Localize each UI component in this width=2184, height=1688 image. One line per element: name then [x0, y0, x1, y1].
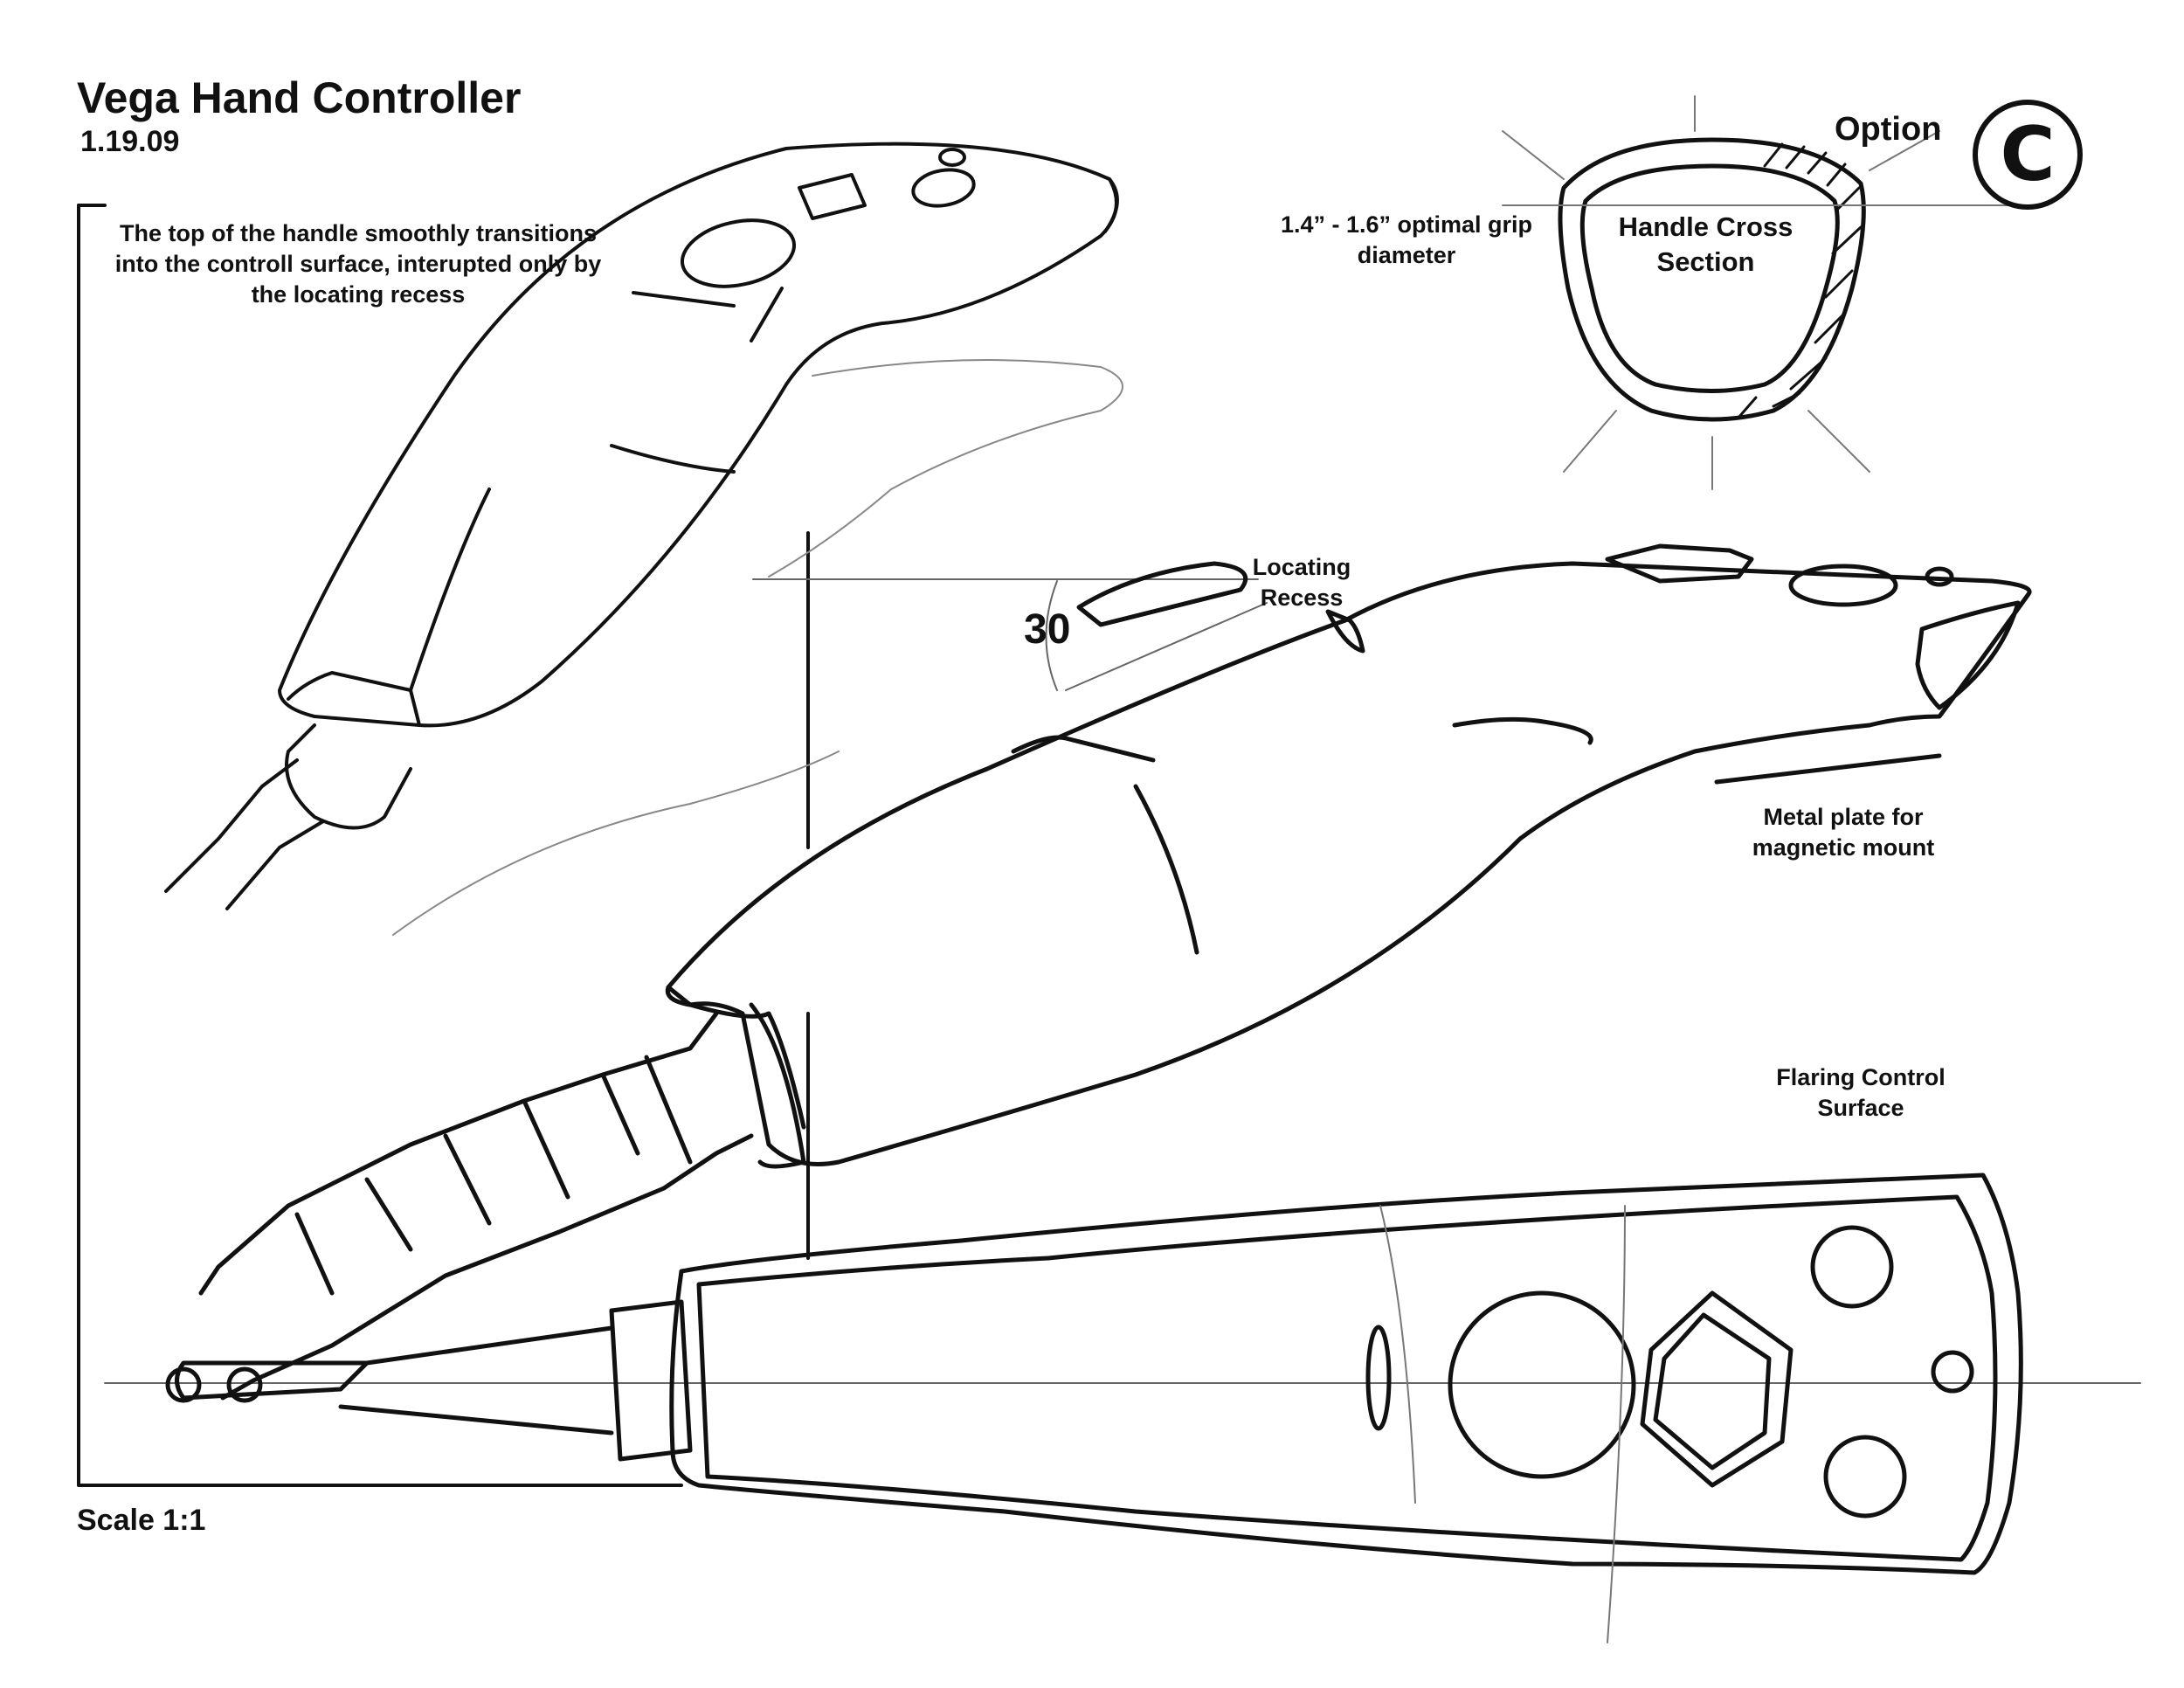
option-label: Option	[1835, 111, 1942, 148]
locating-recess-label: Locating Recess	[1252, 554, 1351, 612]
page-date: 1.19.09	[80, 125, 180, 158]
scale-label: Scale 1:1	[77, 1504, 206, 1537]
guide-lines	[104, 578, 2141, 1384]
grip-diameter-note: 1.4” - 1.6” optimal grip diameter	[1280, 211, 1533, 269]
handle-cross-section	[1558, 137, 1866, 422]
cross-section-label: Handle Cross Section	[1618, 211, 1794, 278]
cross-section-rays	[1502, 95, 2019, 490]
bottom-controller-sketch	[165, 1173, 2023, 1575]
page-title: Vega Hand Controller	[77, 73, 522, 122]
top-controller-sketch	[164, 142, 1119, 910]
frame-lines	[77, 204, 810, 1487]
shadow-strokes	[392, 359, 1123, 936]
option-letter-badge: C	[1973, 100, 2083, 210]
top-transition-note: The top of the handle smoothly transitio…	[114, 220, 602, 308]
bottom-guide-lines	[1379, 1205, 1626, 1643]
middle-controller-sketch	[198, 543, 2032, 1401]
flaring-surface-label: Flaring Control Surface	[1776, 1064, 1946, 1122]
angle-label: 30	[1024, 606, 1071, 653]
metal-plate-label: Metal plate for magnetic mount	[1752, 804, 1935, 861]
